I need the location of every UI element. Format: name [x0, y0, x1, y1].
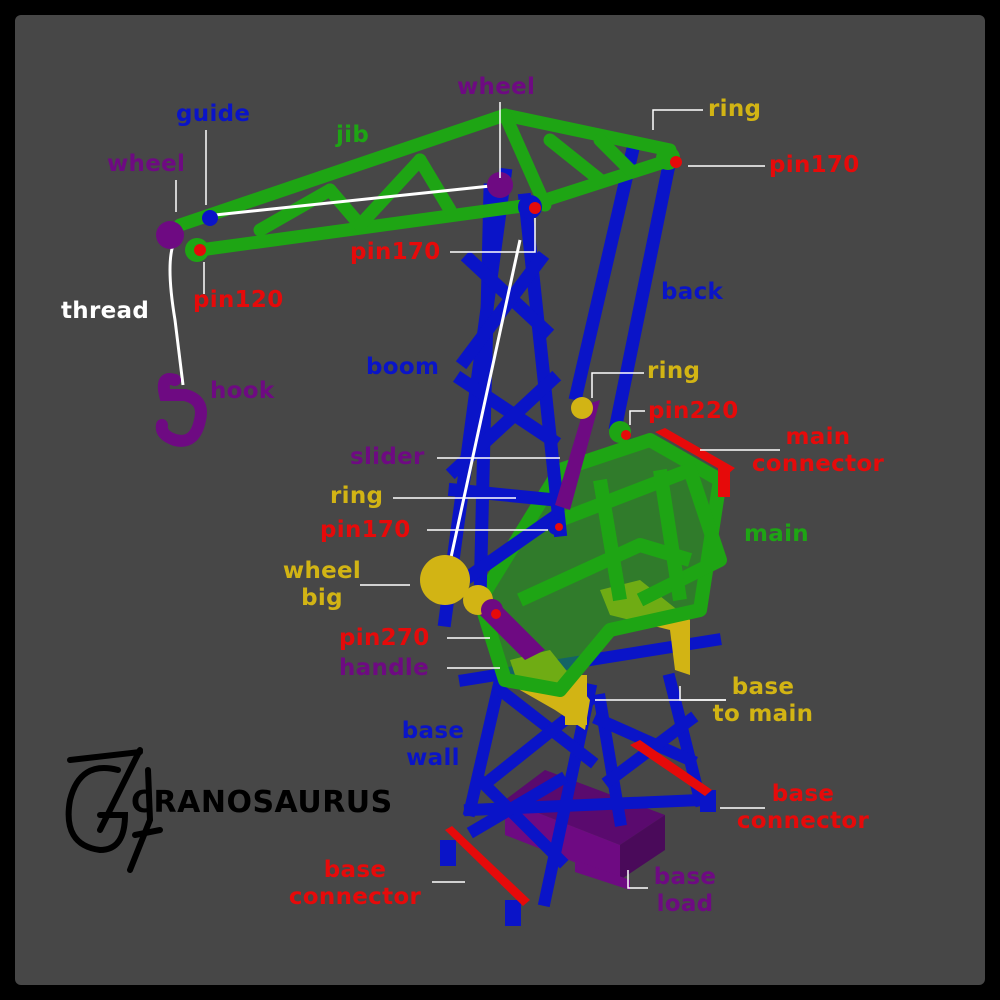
label-base-connector-right-line1: base — [771, 781, 835, 807]
label-hook: hook — [210, 378, 275, 404]
label-base-wall-line1: base — [401, 718, 465, 744]
label-slider: slider — [350, 444, 425, 470]
label-base-wall-line2: wall — [406, 745, 460, 771]
label-handle: handle — [339, 655, 430, 681]
label-guide: guide — [176, 101, 251, 127]
jib-part — [173, 108, 677, 257]
label-base-to-main-line1: base — [731, 674, 795, 700]
label-pin120: pin120 — [193, 287, 284, 313]
label-main-connector: main connector — [745, 424, 891, 478]
label-boom: boom — [366, 354, 440, 380]
label-pin170-mid: pin170 — [350, 239, 441, 265]
label-pin220: pin220 — [648, 398, 739, 424]
label-base-load: base load — [645, 864, 725, 918]
label-base-to-main-line2: to main — [712, 701, 814, 727]
label-back: back — [661, 279, 724, 305]
label-pin170-low: pin170 — [320, 517, 411, 543]
label-main: main — [744, 521, 809, 547]
back-part — [568, 138, 677, 432]
label-base-load-line2: load — [656, 891, 714, 917]
label-wheel-big: wheel big — [276, 558, 368, 612]
label-wheel-big-line2: big — [301, 585, 343, 611]
leader-lines — [175, 102, 780, 889]
label-ring-low: ring — [330, 483, 384, 509]
label-base-to-main: base to main — [705, 674, 821, 728]
label-base-connector-left-line2: connector — [288, 884, 422, 910]
label-base-connector-left-line1: base — [323, 857, 387, 883]
boom-part — [437, 167, 568, 628]
label-base-connector-left: base connector — [280, 857, 430, 911]
label-base-connector-right-line2: connector — [736, 808, 870, 834]
cranosaurus-logo — [65, 747, 163, 873]
label-wheel-top: wheel — [457, 74, 536, 100]
label-main-connector-line1: main — [785, 424, 851, 450]
label-wheel-left: wheel — [107, 151, 186, 177]
label-pin270: pin270 — [339, 625, 430, 651]
label-base-load-line1: base — [653, 864, 717, 890]
hook-part — [155, 373, 207, 447]
brand-title: CRANOSAURUS — [131, 785, 393, 820]
label-main-connector-line2: connector — [751, 451, 885, 477]
label-ring-top: ring — [708, 96, 762, 122]
label-ring-mid: ring — [647, 358, 701, 384]
label-wheel-big-line1: wheel — [282, 558, 362, 584]
label-pin170-top: pin170 — [769, 152, 860, 178]
label-jib: jib — [336, 122, 370, 148]
label-base-wall: base wall — [395, 718, 471, 772]
label-thread: thread — [61, 298, 150, 324]
label-base-connector-right: base connector — [728, 781, 878, 835]
